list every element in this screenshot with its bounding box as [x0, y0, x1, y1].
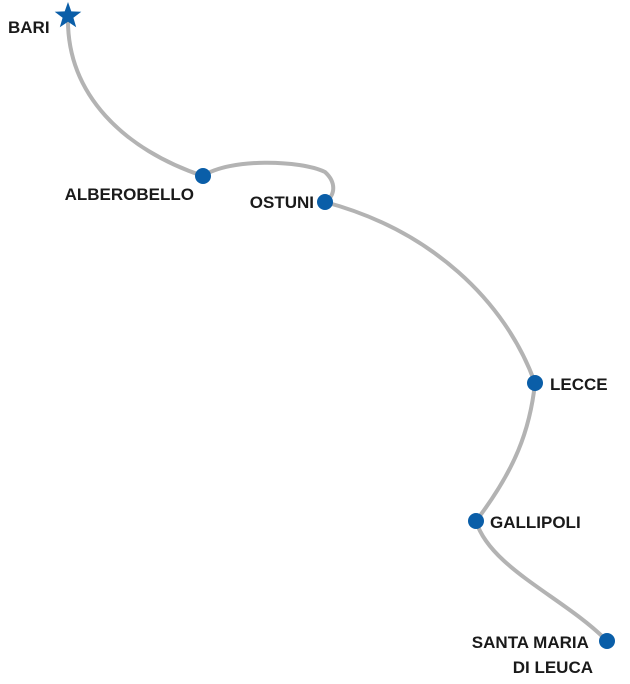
dot-icon [195, 168, 211, 184]
stop-alberobello[interactable]: ALBEROBELLO [65, 168, 211, 204]
star-icon [54, 2, 82, 28]
dot-icon [527, 375, 543, 391]
stop-label-gallipoli: GALLIPOLI [490, 513, 581, 532]
dot-icon [317, 194, 333, 210]
stop-lecce[interactable]: LECCE [527, 375, 608, 394]
stop-label-line-1: SANTA MARIA [472, 633, 589, 652]
stop-label-ostuni: OSTUNI [250, 193, 314, 212]
stop-ostuni[interactable]: OSTUNI [250, 193, 333, 212]
stop-bari[interactable]: BARI [8, 2, 82, 37]
route-path [65, 14, 609, 643]
dot-icon [468, 513, 484, 529]
stop-gallipoli[interactable]: GALLIPOLI [468, 513, 581, 532]
stop-santa-maria-di-leuca[interactable]: SANTA MARIA DI LEUCA [472, 633, 615, 677]
stop-label-alberobello: ALBEROBELLO [65, 185, 194, 204]
stop-label-lecce: LECCE [550, 375, 608, 394]
stop-label-bari: BARI [8, 18, 50, 37]
dot-icon [599, 633, 615, 649]
stop-label-line-2: DI LEUCA [513, 658, 593, 677]
stop-label-santa-maria-di-leuca: SANTA MARIA DI LEUCA [472, 633, 593, 677]
